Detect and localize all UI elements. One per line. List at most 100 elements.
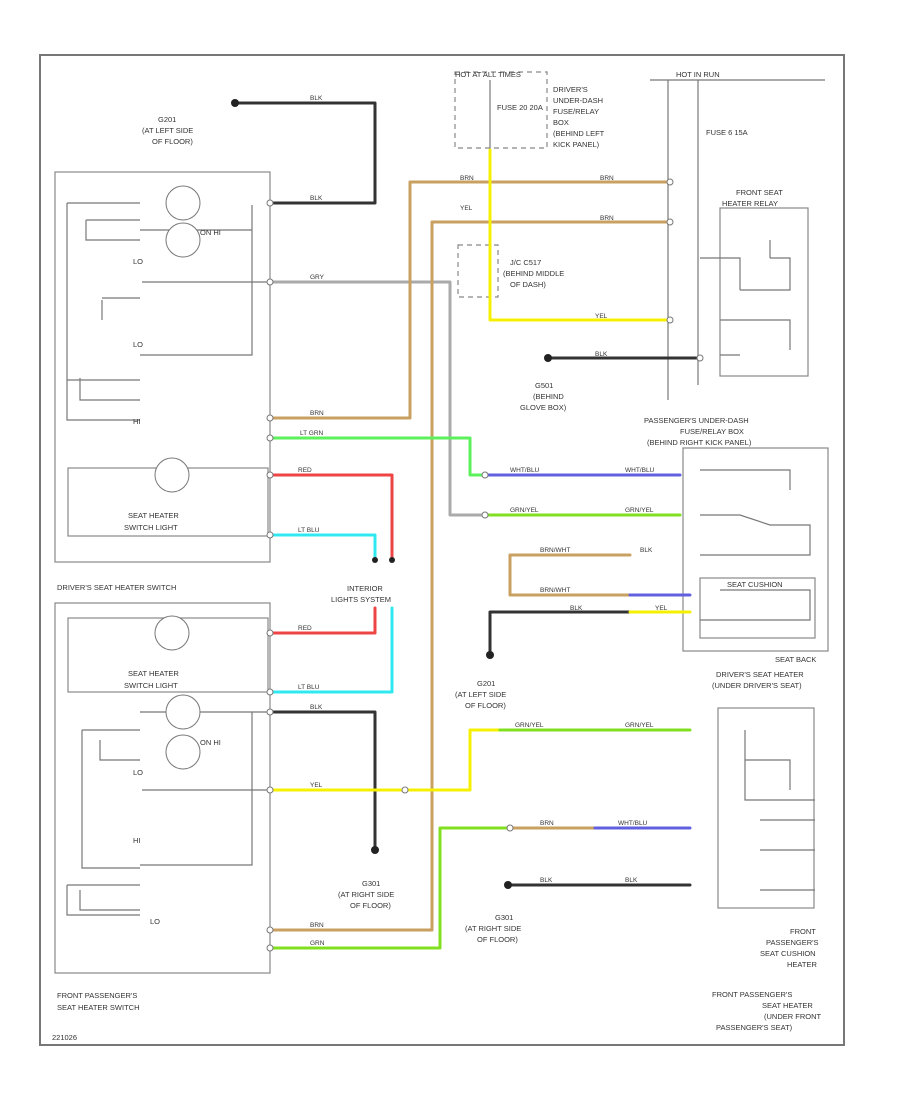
- label-g301-b-3: OF FLOOR): [477, 935, 518, 944]
- label-hi-1: HI: [133, 417, 141, 426]
- label-lo-1: LO: [133, 257, 143, 266]
- wire-labels: BLK BLK GRY BRN LT GRN RED LT BLU BRN BR…: [298, 95, 668, 947]
- wl-ltblu-2: LT BLU: [298, 684, 320, 691]
- wl-blk-4: BLK: [640, 547, 653, 554]
- wire-red-upper: [268, 473, 394, 562]
- label-hi-2: HI: [133, 836, 141, 845]
- wire-ltblu-lower: [268, 606, 394, 694]
- label-pass-heater-2: SEAT HEATER: [762, 1001, 813, 1010]
- wire-ltblu-upper: [268, 533, 377, 562]
- label-pass-box-2: FUSE/RELAY BOX: [680, 427, 744, 436]
- label-interior-lights-2: LIGHTS SYSTEM: [331, 595, 391, 604]
- wl-blk-8: BLK: [625, 877, 638, 884]
- label-g201-top-1: G201: [158, 115, 176, 124]
- wire-yel-top: [488, 148, 672, 322]
- label-fuse-20: FUSE 20 20A: [497, 103, 543, 112]
- wl-grn-yel-4: GRN/YEL: [625, 722, 654, 729]
- label-g201-top-3: OF FLOOR): [152, 137, 193, 146]
- wl-brn-4: BRN: [600, 215, 614, 222]
- label-drivers-fuse-box-3: FUSE/RELAY: [553, 107, 599, 116]
- wl-blk-7: BLK: [540, 877, 553, 884]
- label-pass-box-3: (BEHIND RIGHT KICK PANEL): [647, 438, 752, 447]
- wl-brn-wht-1: BRN/WHT: [540, 547, 570, 554]
- label-switch-light-1: SEAT HEATER: [128, 511, 179, 520]
- label-footer-code: 221026: [52, 1033, 77, 1042]
- label-seat-cushion: SEAT CUSHION: [727, 580, 783, 589]
- cushion-heater-internals: [744, 730, 815, 891]
- label-on-hi-2: ON HI: [200, 738, 221, 747]
- wire-brn-wht-1: [508, 553, 632, 597]
- label-hot-in-run: HOT IN RUN: [676, 70, 720, 79]
- label-g501-2: (BEHIND: [533, 392, 564, 401]
- wl-brn-6: BRN: [310, 922, 324, 929]
- label-drivers-switch: DRIVER'S SEAT HEATER SWITCH: [57, 583, 176, 592]
- label-pass-cushion-2: PASSENGER'S: [766, 938, 819, 947]
- wl-blk-2: BLK: [310, 195, 323, 202]
- wl-blk-3: BLK: [595, 351, 608, 358]
- label-seat-back: SEAT BACK: [775, 655, 816, 664]
- label-relay-2: HEATER RELAY: [722, 199, 778, 208]
- wl-brn-wht-2: BRN/WHT: [540, 587, 570, 594]
- wire-brn-second: [268, 220, 672, 932]
- label-lo-2: LO: [133, 340, 143, 349]
- label-on-hi-1: ON HI: [200, 228, 221, 237]
- label-g501-1: G501: [535, 381, 553, 390]
- label-front-pass-switch-2: SEAT HEATER SWITCH: [57, 1003, 140, 1012]
- label-g301-a-3: OF FLOOR): [350, 901, 391, 910]
- passenger-box-internals: [700, 469, 811, 621]
- label-g301-b-1: G301: [495, 913, 513, 922]
- jc-c517-box: [457, 244, 499, 298]
- wl-yel-4: YEL: [310, 782, 323, 789]
- wl-wht-blu-2: WHT/BLU: [625, 467, 655, 474]
- label-interior-lights-1: INTERIOR: [347, 584, 383, 593]
- lamp-symbols: [154, 185, 201, 770]
- label-drivers-fuse-box-1: DRIVER'S: [553, 85, 588, 94]
- label-drivers-heater-1: DRIVER'S SEAT HEATER: [716, 670, 804, 679]
- label-jc-2: (BEHIND MIDDLE: [503, 269, 564, 278]
- wl-brn-2: BRN: [460, 175, 474, 182]
- label-jc-1: J/C C517: [510, 258, 541, 267]
- diagram-border: [39, 54, 845, 1046]
- wl-blk-6: BLK: [310, 704, 323, 711]
- label-g301-a-1: G301: [362, 879, 380, 888]
- label-fuse-6: FUSE 6 15A: [706, 128, 748, 137]
- wire-brn-top: [268, 180, 672, 420]
- wl-grn: GRN: [310, 940, 325, 947]
- passenger-seat-cushion-heater-box: [717, 707, 815, 909]
- seat-cushion-box: [699, 577, 816, 639]
- wire-blk-g201-top: [233, 101, 377, 205]
- wire-grn-lower: [268, 826, 512, 950]
- wl-ltblu-1: LT BLU: [298, 527, 320, 534]
- wl-yel-2: YEL: [595, 313, 608, 320]
- junction-dot-2: [389, 557, 395, 563]
- label-front-pass-switch-1: FRONT PASSENGER'S: [57, 991, 137, 1000]
- label-lo-3: LO: [133, 768, 143, 777]
- labels: G201 (AT LEFT SIDE OF FLOOR) HOT AT ALL …: [52, 70, 821, 1042]
- ground-g201-low: [486, 651, 494, 659]
- wl-red-1: RED: [298, 467, 312, 474]
- wl-grn-yel-1: GRN/YEL: [510, 507, 539, 514]
- junction-dot-1: [372, 557, 378, 563]
- wl-grn-yel-2: GRN/YEL: [625, 507, 654, 514]
- label-pass-switch-light-2: SWITCH LIGHT: [124, 681, 178, 690]
- ground-g301-a: [371, 846, 379, 854]
- label-g301-a-2: (AT RIGHT SIDE: [338, 890, 394, 899]
- passengers-fuse-box: [682, 447, 829, 652]
- label-g201-low-1: G201: [477, 679, 495, 688]
- wire-gry: [268, 280, 487, 517]
- label-lo-4: LO: [150, 917, 160, 926]
- label-g501-3: GLOVE BOX): [520, 403, 567, 412]
- passenger-switch-internals: [66, 711, 270, 916]
- wire-blk-g301-a: [268, 710, 377, 850]
- label-drivers-fuse-box-6: KICK PANEL): [553, 140, 600, 149]
- ground-g301-b: [504, 881, 512, 889]
- label-drivers-fuse-box-4: BOX: [553, 118, 569, 127]
- label-drivers-heater-2: (UNDER DRIVER'S SEAT): [712, 681, 802, 690]
- wl-blk-1: BLK: [310, 95, 323, 102]
- wl-wht-blu-3: WHT/BLU: [618, 820, 648, 827]
- label-g201-top-2: (AT LEFT SIDE: [142, 126, 193, 135]
- front-passengers-seat-heater-switch-box: [54, 602, 271, 974]
- wl-gry: GRY: [310, 274, 325, 281]
- label-pass-heater-3: (UNDER FRONT: [764, 1012, 821, 1021]
